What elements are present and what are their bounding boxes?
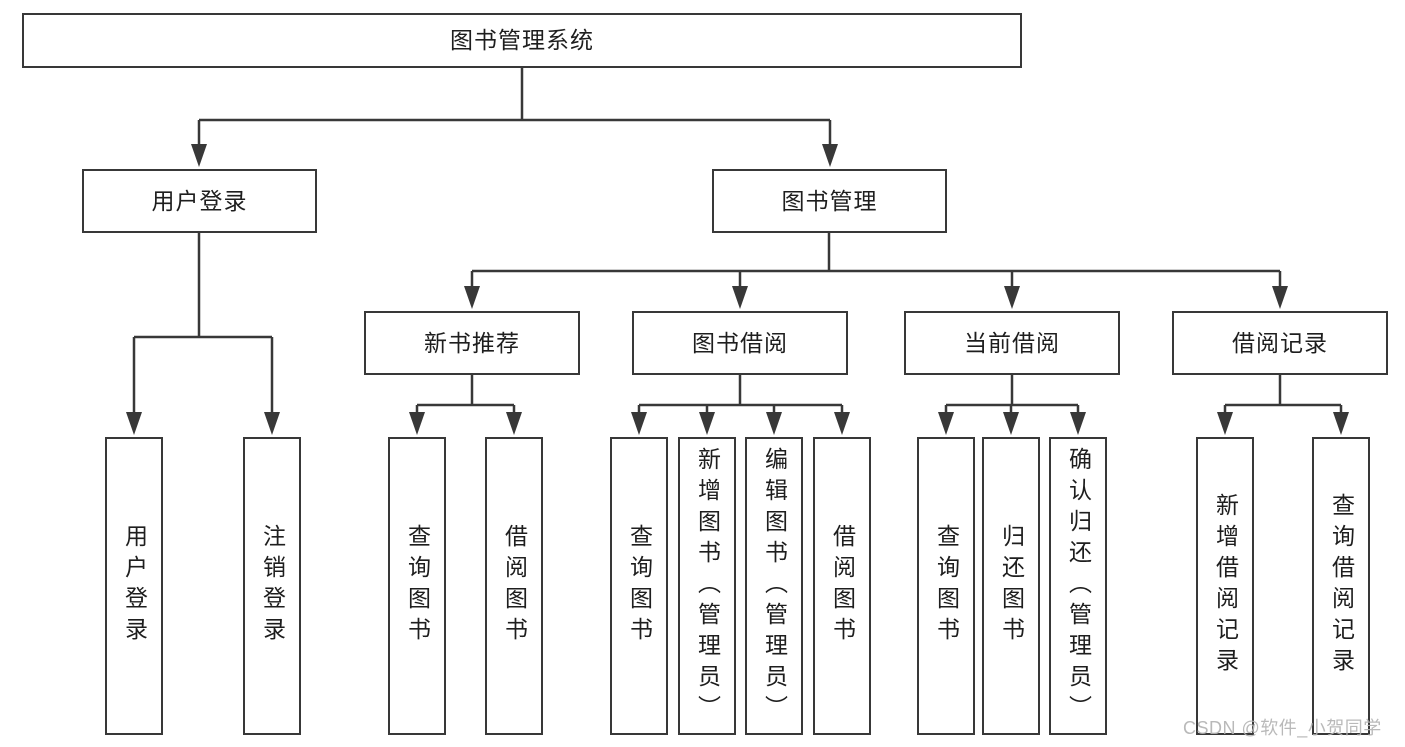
node-library-management-system: 图书管理系统 <box>22 13 1022 68</box>
leaf-borrow-books-recommend: 借阅图书 <box>485 437 543 735</box>
leaf-borrow-books: 借阅图书 <box>813 437 871 735</box>
node-book-borrowing: 图书借阅 <box>632 311 848 375</box>
leaf-add-borrow-record: 新增借阅记录 <box>1196 437 1254 735</box>
leaf-query-borrow-record: 查询借阅记录 <box>1312 437 1370 735</box>
node-current-borrowing: 当前借阅 <box>904 311 1120 375</box>
leaf-logout: 注销登录 <box>243 437 301 735</box>
leaf-confirm-return-admin: 确认归还（管理员） <box>1049 437 1107 735</box>
csdn-watermark: CSDN @软件_小贺同学 <box>1183 718 1382 738</box>
leaf-query-books-borrowing: 查询图书 <box>610 437 668 735</box>
node-borrowing-records: 借阅记录 <box>1172 311 1388 375</box>
node-book-management: 图书管理 <box>712 169 947 233</box>
leaf-edit-books-admin: 编辑图书（管理员） <box>745 437 803 735</box>
leaf-query-books-current: 查询图书 <box>917 437 975 735</box>
node-new-book-recommendation: 新书推荐 <box>364 311 580 375</box>
node-user-login: 用户登录 <box>82 169 317 233</box>
leaf-user-login: 用户登录 <box>105 437 163 735</box>
leaf-return-books: 归还图书 <box>982 437 1040 735</box>
leaf-add-books-admin: 新增图书（管理员） <box>678 437 736 735</box>
leaf-query-books-recommend: 查询图书 <box>388 437 446 735</box>
